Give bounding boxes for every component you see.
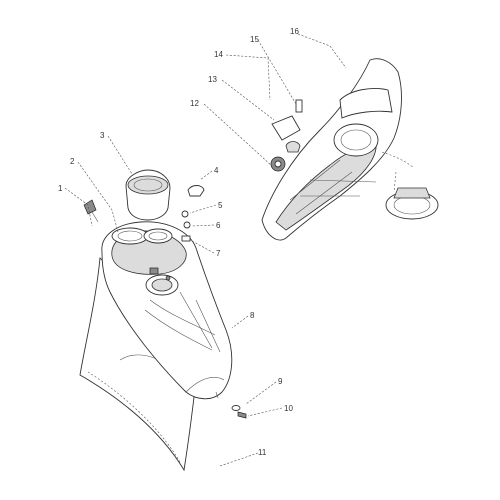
callout-3: 3	[100, 131, 105, 140]
callout-6: 6	[216, 221, 221, 230]
callout-16: 16	[290, 27, 299, 36]
fastener-6	[183, 221, 191, 229]
knob	[271, 115, 301, 141]
callout-9: 9	[278, 377, 283, 386]
gauge-assembly	[83, 169, 205, 245]
leader-lines	[64, 33, 347, 467]
callout-13: 13	[208, 75, 217, 84]
callout-15: 15	[250, 35, 259, 44]
callout-14: 14	[214, 50, 223, 59]
washer	[231, 405, 241, 411]
lower-housing-assembly	[79, 221, 233, 472]
fastener-5	[181, 210, 189, 218]
callout-10: 10	[284, 404, 293, 413]
callout-2: 2	[70, 157, 75, 166]
callout-12: 12	[190, 99, 199, 108]
pin	[295, 99, 303, 113]
callout-labels: 1 2 3 4 5 6 7 8 9 10 11 12 13 14 15 16	[58, 27, 299, 457]
callout-11: 11	[258, 448, 267, 457]
callout-8: 8	[250, 311, 255, 320]
callout-1: 1	[58, 184, 63, 193]
callout-7: 7	[216, 249, 221, 258]
callout-4: 4	[214, 166, 219, 175]
bracket-assembly	[261, 58, 439, 241]
bolt	[237, 411, 247, 419]
fastener-7	[181, 235, 191, 242]
clip	[187, 185, 205, 197]
callout-5: 5	[218, 201, 223, 210]
screw	[83, 199, 97, 215]
fasteners-9-10	[215, 391, 247, 419]
